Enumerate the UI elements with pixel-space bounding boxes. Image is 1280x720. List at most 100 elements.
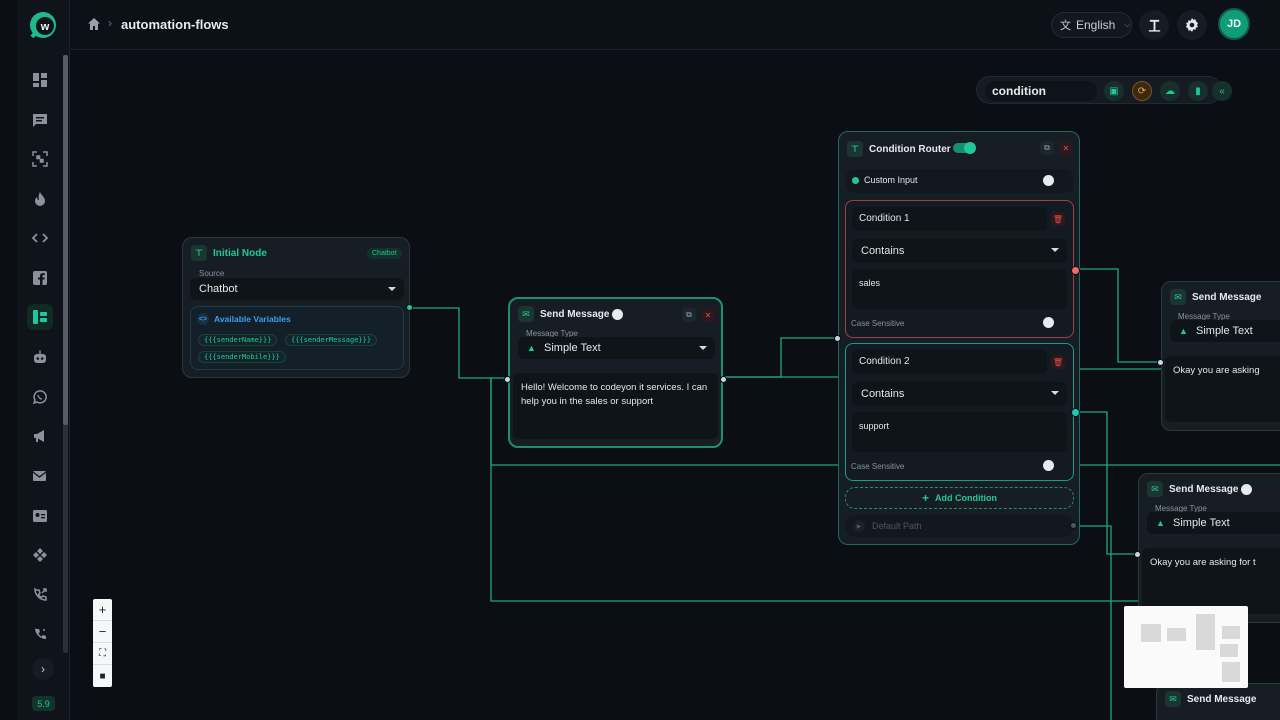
sidebar-scrollbar-thumb[interactable]	[63, 55, 68, 425]
case-sensitive-toggle[interactable]	[1043, 460, 1054, 471]
case-sensitive-toggle[interactable]	[1043, 317, 1054, 328]
default-path-handle[interactable]	[1070, 522, 1077, 529]
trash-icon[interactable]: 🗑	[1051, 212, 1065, 226]
dashboard-icon[interactable]	[27, 67, 53, 93]
operator-select[interactable]: Contains	[852, 239, 1067, 263]
message-type-value: Simple Text	[544, 342, 601, 354]
mail-check-icon[interactable]	[27, 463, 53, 489]
fire-icon[interactable]	[27, 186, 53, 212]
text-type-icon: ▲	[1156, 518, 1165, 528]
network-icon[interactable]	[27, 542, 53, 568]
mail-icon: ✉	[518, 306, 534, 322]
save-button[interactable]: ▣	[1104, 81, 1124, 101]
contact-card-icon[interactable]	[27, 503, 53, 529]
plus-icon: +	[922, 491, 930, 505]
upload-button[interactable]: ☁	[1160, 81, 1180, 101]
variable-chip[interactable]: {{{senderName}}}	[198, 334, 278, 346]
whatsapp-icon[interactable]	[27, 384, 53, 410]
facebook-icon[interactable]	[27, 265, 53, 291]
zoom-in-button[interactable]: +	[93, 599, 112, 621]
initial-node-output-handle[interactable]	[406, 304, 413, 311]
fit-view-button[interactable]: ⛶	[93, 643, 112, 665]
docs-button[interactable]: ▮	[1188, 81, 1208, 101]
send1-input-handle[interactable]	[504, 376, 511, 383]
minus-icon: −	[98, 624, 107, 639]
zoom-out-button[interactable]: −	[93, 621, 112, 643]
node-enable-toggle[interactable]	[612, 309, 623, 320]
code-icon[interactable]	[27, 225, 53, 251]
condition-value-input[interactable]: support	[852, 412, 1067, 452]
megaphone-icon[interactable]	[27, 423, 53, 449]
delete-node-icon[interactable]: ✕	[1059, 141, 1073, 155]
router-enable-toggle[interactable]	[953, 142, 976, 154]
home-icon[interactable]	[87, 17, 101, 31]
language-selector[interactable]: 文 English ⌵	[1051, 12, 1132, 38]
bot-icon[interactable]	[27, 344, 53, 370]
source-select[interactable]: Chatbot	[190, 278, 404, 300]
text-type-icon: ▲	[527, 343, 536, 353]
duplicate-icon[interactable]: ⧉	[682, 308, 696, 322]
condition-router-node[interactable]: ⊤ Condition Router ⧉ ✕ Custom Input Cond…	[834, 131, 1080, 545]
message-type-label: Message Type	[1178, 312, 1230, 321]
condition-value-input[interactable]: sales	[852, 269, 1067, 309]
send-message-node-2[interactable]: ✉ Send Message Message Type ▲ Simple Tex…	[1157, 281, 1280, 431]
node-enable-toggle[interactable]	[1241, 484, 1252, 495]
code-brackets-icon: <>	[197, 313, 209, 325]
source-value: Chatbot	[199, 283, 238, 295]
minimap[interactable]	[1124, 606, 1248, 688]
condition-1-output-handle[interactable]	[1071, 266, 1080, 275]
send-message-header: ✉ Send Message	[1170, 289, 1261, 305]
flow-canvas[interactable]: condition ▣ ⟳ ☁ ▮ « ⊤ Initial Node Chatb…	[71, 51, 1280, 720]
send3-input-handle[interactable]	[1134, 551, 1141, 558]
phone-outgoing-icon[interactable]	[27, 582, 53, 608]
app-logo[interactable]: w	[27, 10, 59, 42]
qr-code-icon[interactable]	[27, 146, 53, 172]
duplicate-icon[interactable]: ⧉	[1040, 141, 1054, 155]
message-type-select[interactable]: ▲ Simple Text	[518, 337, 715, 359]
send-message-node-1[interactable]: ✉ Send Message ⧉ ✕ Message Type ▲ Simple…	[504, 297, 727, 448]
lock-button[interactable]: ■	[93, 665, 112, 687]
caret-down-icon	[699, 346, 707, 350]
variable-chip[interactable]: {{{senderMobile}}}	[198, 351, 286, 363]
flow-icon[interactable]	[27, 304, 53, 330]
message-textarea[interactable]: Okay you are asking for t	[1142, 548, 1280, 614]
message-textarea[interactable]: Okay you are asking	[1165, 356, 1280, 422]
sync-button[interactable]: ⟳	[1132, 81, 1152, 101]
add-condition-button[interactable]: + Add Condition	[845, 487, 1074, 509]
send1-output-handle[interactable]	[720, 376, 727, 383]
condition-name-input[interactable]: Condition 1	[852, 207, 1047, 231]
send-message-node-3[interactable]: ✉ Send Message Message Type ▲ Simple Tex…	[1134, 473, 1280, 623]
custom-input-toggle[interactable]	[1043, 175, 1054, 186]
router-icon: ⊤	[847, 141, 863, 157]
message-textarea[interactable]: Hello! Welcome to codeyon it services. I…	[513, 373, 718, 439]
default-path-row[interactable]: ▶ Default Path	[845, 515, 1074, 537]
edge-send1-to-router	[723, 337, 838, 378]
breadcrumb-current[interactable]: automation-flows	[121, 17, 229, 32]
initial-node-title: Initial Node	[213, 247, 267, 259]
send-message-header: ✉ Send Message	[518, 306, 609, 322]
collapse-button[interactable]: «	[1212, 81, 1232, 101]
message-type-select[interactable]: ▲ Simple Text	[1170, 320, 1280, 342]
phone-icon[interactable]	[27, 621, 53, 647]
flow-name-input[interactable]: condition	[985, 81, 1097, 101]
operator-select[interactable]: Contains	[852, 382, 1067, 406]
message-type-select[interactable]: ▲ Simple Text	[1147, 512, 1280, 534]
user-avatar[interactable]: JD	[1218, 8, 1250, 40]
settings-button[interactable]	[1177, 10, 1207, 40]
send-message-node-4[interactable]: ✉ Send Message	[1156, 683, 1280, 720]
chat-icon[interactable]	[27, 107, 53, 133]
send2-input-handle[interactable]	[1157, 359, 1164, 366]
edge-default-path	[1074, 525, 1112, 720]
condition-name-input[interactable]: Condition 2	[852, 350, 1047, 374]
book-icon: ▮	[1195, 85, 1201, 97]
add-condition-label: Add Condition	[935, 493, 997, 503]
initial-node[interactable]: ⊤ Initial Node Chatbot Source Chatbot <>…	[182, 237, 413, 378]
delete-node-icon[interactable]: ✕	[701, 308, 715, 322]
router-input-handle[interactable]	[834, 335, 841, 342]
sidebar-expand-button[interactable]: ›	[32, 658, 54, 680]
trash-icon[interactable]: 🗑	[1051, 355, 1065, 369]
variable-chip[interactable]: {{{senderMessage}}}	[285, 334, 378, 346]
typography-button[interactable]	[1139, 10, 1169, 40]
condition-2-output-handle[interactable]	[1071, 408, 1080, 417]
